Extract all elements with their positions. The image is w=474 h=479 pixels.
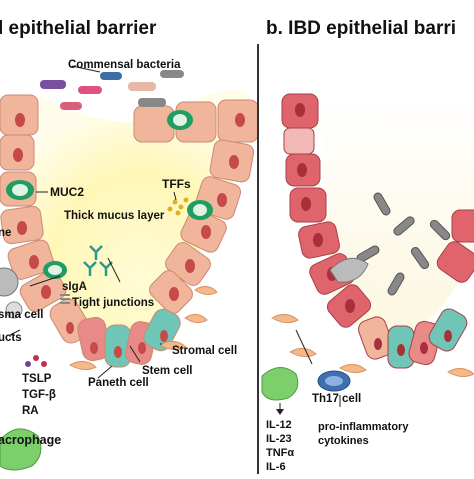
mucus-layer [30,90,250,340]
crypt-base [49,298,181,368]
dendritic-icon [5,301,23,319]
left-panel: l epithelial barrier Commensal bacteria … [0,18,259,471]
macrophage-icon [0,428,42,471]
right-panel: b. IBD epithelial barri Th17 cell pro-in… [261,18,474,473]
label-il6: IL-6 [266,461,286,473]
tffs-dots [167,197,189,216]
th17-nucleus [325,376,343,386]
cytokine-dots [25,355,47,367]
label-cytokines: cytokines [318,435,369,447]
label-macrophage: acrophage [0,433,61,447]
label-siga: sIgA [62,281,87,293]
label-tnfa: TNFα [266,447,294,459]
label-tgf-beta: TGF-β [22,389,56,401]
label-ne-fragment: ne [0,227,11,239]
label-ra: RA [22,405,39,417]
commensal-bacteria-icons [40,70,184,110]
inflamed-nuclei [295,103,452,356]
label-th17-cell: Th17 cell [312,393,361,405]
tight-junction-marks [60,294,70,304]
inflamed-wall-right [436,209,474,283]
label-stromal-cell: Stromal cell [172,345,237,357]
label-paneth-cell: Paneth cell [88,377,149,389]
label-products: ucts [0,332,22,344]
goblet-cells [6,110,213,279]
label-stem-cell: Stem cell [142,365,193,377]
plasma-cell-icon [0,267,19,297]
dendritic-cell-icon [329,257,369,283]
label-muc2: MUC2 [50,185,84,199]
label-plasma-cell: sma cell [0,309,43,321]
label-commensal-bacteria: Commensal bacteria [68,59,181,71]
label-pro-inflammatory: pro-inflammatory [318,421,409,433]
label-tslp: TSLP [22,373,52,385]
right-macrophage-icon [261,367,299,401]
siga-icons [83,245,113,276]
label-il12: IL-12 [266,419,292,431]
left-panel-title: l epithelial barrier [0,18,157,39]
label-tight-junctions: Tight junctions [72,297,154,309]
right-stromal-cells [270,314,474,378]
leader-lines [9,65,177,379]
label-thick-mucus-layer: Thick mucus layer [64,210,165,222]
arrow-down-icon [276,409,284,415]
label-tffs: TFFs [162,177,191,191]
label-il23: IL-23 [266,433,292,445]
right-panel-title: b. IBD epithelial barri [266,18,456,39]
nuclei [13,113,245,358]
stromal-cells [68,286,218,371]
